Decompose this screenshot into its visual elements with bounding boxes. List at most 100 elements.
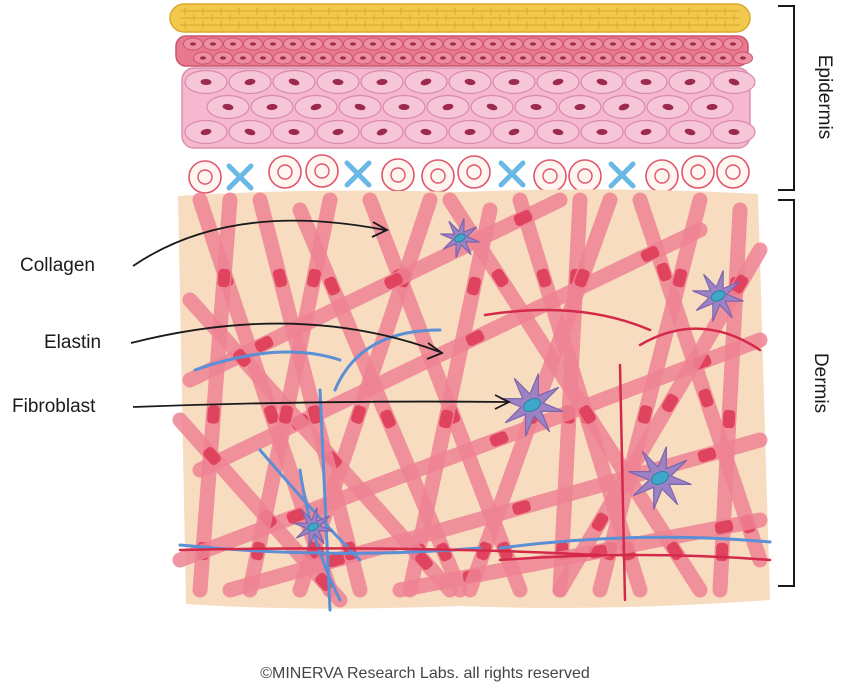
spinous-nucleus (728, 128, 740, 136)
collagen-label: Collagen (20, 255, 95, 276)
elastin-fiber (333, 328, 442, 392)
spinous-nucleus (618, 103, 630, 111)
spinous-nucleus (310, 103, 322, 111)
granular-nucleus (660, 56, 666, 60)
spinous-nucleus (706, 103, 718, 111)
epidermis-bracket (778, 5, 795, 191)
collagen-band (324, 276, 340, 296)
granular-nucleus (190, 42, 196, 46)
spinous-nucleus (486, 103, 498, 111)
collagen-band (640, 246, 660, 262)
spinous-nucleus (464, 128, 476, 136)
granular-nucleus (650, 42, 656, 46)
granular-nucleus (740, 56, 746, 60)
spinous-nucleus (684, 78, 696, 86)
granular-nucleus (610, 42, 616, 46)
granular-nucleus (440, 56, 446, 60)
basal-cell-nucleus (314, 163, 330, 179)
granular-nucleus (210, 42, 216, 46)
collagen-band (722, 409, 736, 429)
granular-nucleus (330, 42, 336, 46)
basal-cell-nucleus (466, 164, 482, 180)
basal-cell (681, 155, 715, 189)
collagen-band (286, 508, 306, 524)
collagen-band (307, 268, 321, 288)
spinous-nucleus (530, 103, 542, 111)
granular-nucleus (560, 56, 566, 60)
dermis-layer (172, 189, 772, 612)
granular-nucleus (700, 56, 706, 60)
basal-cell-nucleus (430, 168, 446, 184)
collagen-band (715, 542, 729, 562)
elastin-fiber (298, 468, 342, 602)
collagen-band (264, 405, 279, 424)
granular-nucleus (480, 56, 486, 60)
collagen-fiber (402, 202, 498, 598)
elastin-fiber (618, 363, 627, 602)
granular-nucleus (340, 56, 346, 60)
basal-cell-nucleus (577, 168, 593, 184)
granular-nucleus (380, 56, 386, 60)
collagen-band (579, 405, 596, 424)
granular-nucleus (430, 42, 436, 46)
spinous-nucleus (596, 78, 608, 86)
basal-cell-nucleus (390, 167, 406, 183)
collagen-band (731, 274, 749, 294)
basal-cell (568, 159, 602, 193)
collagen-band (254, 336, 274, 352)
spinous-nucleus (640, 78, 652, 86)
collagen-fiber (182, 192, 568, 388)
granular-nucleus (290, 42, 296, 46)
granular-nucleus (350, 42, 356, 46)
spinous-nucleus (288, 78, 300, 86)
granular-nucleus (590, 42, 596, 46)
granular-nucleus (370, 42, 376, 46)
melanocyte-cross (498, 160, 526, 188)
granular-nucleus (460, 56, 466, 60)
basal-cell-nucleus (542, 168, 558, 184)
collagen-band (513, 210, 533, 226)
granular-nucleus (530, 42, 536, 46)
spinous-nucleus (552, 78, 564, 86)
basal-cell (305, 154, 339, 188)
granular-nucleus (710, 42, 716, 46)
fibroblast-nucleus (454, 233, 466, 243)
granular-nucleus (730, 42, 736, 46)
basal-cell (716, 155, 750, 189)
basal-cell (421, 159, 455, 193)
collagen-fiber (592, 192, 708, 598)
basal-layer (188, 154, 750, 194)
spinous-nucleus (420, 78, 432, 86)
spinous-nucleus (574, 103, 586, 111)
granular-nucleus (640, 56, 646, 60)
collagen-band (672, 268, 688, 288)
collagen-fiber (442, 192, 708, 598)
granular-nucleus (620, 56, 626, 60)
spinous-nucleus (552, 128, 564, 136)
collagen-arrow (132, 219, 386, 267)
collagen-band (574, 268, 590, 288)
spinous-nucleus (266, 103, 278, 111)
granular-nucleus (230, 42, 236, 46)
granular-nucleus (410, 42, 416, 46)
collagen-band (351, 405, 366, 424)
collagen-band (591, 512, 609, 532)
basal-cell-nucleus (725, 164, 741, 180)
granular-nucleus (280, 56, 286, 60)
spinous-nucleus (728, 78, 740, 86)
fibroblast-label: Fibroblast (12, 396, 96, 417)
fibroblast-nucleus (523, 398, 541, 412)
granular-layer (175, 35, 753, 67)
collagen-band (489, 431, 509, 447)
granular-nucleus (580, 56, 586, 60)
spinous-nucleus (596, 129, 608, 135)
granular-nucleus (690, 42, 696, 46)
granular-nucleus (200, 56, 206, 60)
collagen-band (661, 393, 679, 413)
collagen-band (217, 268, 231, 288)
elastin-fiber (483, 308, 652, 332)
granular-nucleus (520, 56, 526, 60)
basal-cell (533, 159, 567, 193)
spinous-nucleus (222, 103, 234, 111)
